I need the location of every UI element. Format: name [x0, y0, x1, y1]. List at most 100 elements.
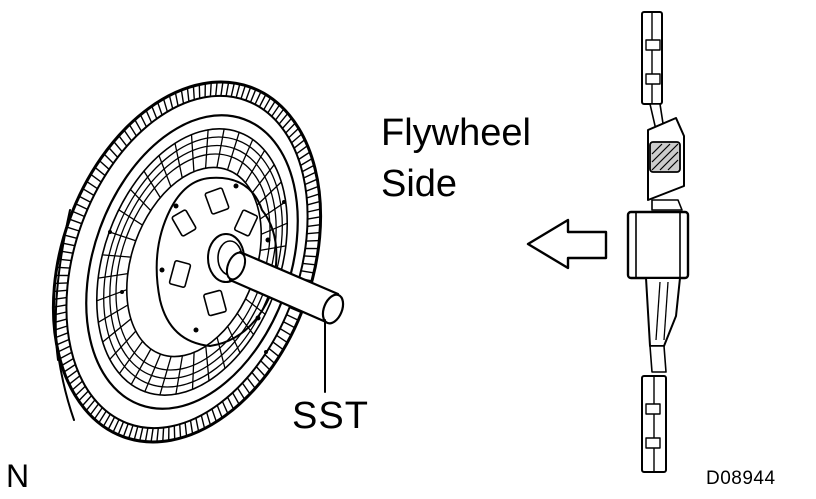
cover-rib — [192, 135, 194, 172]
ring-gear-tooth — [64, 235, 77, 238]
ring-gear-tooth — [99, 161, 109, 170]
ring-gear-tooth — [163, 428, 164, 442]
cover-rib — [98, 274, 128, 279]
cover-rib — [252, 165, 274, 193]
flywheel-side-label-line1: Flywheel — [381, 112, 531, 155]
ring-gear-tooth — [304, 172, 316, 178]
clutch-cover — [48, 86, 336, 439]
ring-gear-tooth — [55, 283, 68, 284]
ring-gear-tooth — [280, 329, 291, 336]
ring-gear-tooth — [164, 99, 168, 112]
cover-rib — [217, 129, 224, 168]
ring-gear-tooth — [276, 109, 284, 120]
sst-label: SST — [292, 395, 369, 438]
ring-gear-tooth — [54, 290, 67, 291]
ring-gear-tooth — [60, 352, 72, 358]
cover-rib — [193, 352, 195, 389]
cover-rib — [110, 331, 136, 359]
ring-gear-tooth — [222, 401, 228, 413]
ring-gear-tooth — [307, 225, 320, 227]
ring-gear-tooth — [79, 196, 91, 202]
ring-gear-tooth — [91, 174, 102, 182]
figure-code: D08944 — [706, 468, 776, 490]
ring-gear-tooth — [238, 388, 245, 399]
ring-gear-tooth — [304, 256, 317, 257]
cover-rib — [260, 246, 286, 251]
ring-gear-tooth — [58, 346, 70, 352]
ring-gear-tooth — [83, 189, 94, 196]
ring-gear-tooth — [87, 181, 98, 188]
ring-gear-tooth — [217, 405, 222, 418]
ring-gear-tooth — [104, 154, 113, 163]
ring-gear-tooth — [273, 342, 284, 350]
ring-gear-tooth — [79, 391, 89, 401]
ring-gear-tooth — [307, 194, 320, 198]
ring-gear-tooth — [216, 82, 217, 96]
ring-gear-tooth — [308, 217, 321, 219]
ring-gear-tooth — [145, 428, 148, 442]
cover-rib — [131, 349, 151, 385]
ring-gear-tooth — [108, 417, 114, 430]
cover-rib — [98, 305, 128, 322]
ring-gear-tooth — [180, 424, 181, 438]
ring-gear-tooth — [307, 233, 320, 234]
ring-gear-tooth — [306, 186, 319, 191]
ring-gear-tooth — [185, 423, 187, 437]
ring-gear-tooth — [134, 426, 138, 440]
ring-gear-tooth — [67, 227, 79, 231]
ring-gear-tooth — [212, 409, 217, 422]
ring-gear-tooth — [269, 348, 279, 356]
ring-gear-tooth — [103, 414, 110, 426]
arrow-left-icon — [528, 220, 606, 268]
ring-gear-tooth — [301, 159, 313, 166]
cover-rib — [176, 356, 183, 394]
ring-gear-tooth — [299, 152, 310, 160]
ring-gear-tooth — [169, 96, 172, 109]
ring-gear-tooth — [76, 204, 88, 210]
ring-gear-tooth — [279, 113, 288, 124]
clutch-disc-side-view — [628, 12, 688, 472]
ring-gear-tooth — [157, 428, 158, 442]
ring-gear-tooth — [114, 142, 123, 152]
ring-gear-tooth — [221, 82, 223, 96]
cover-rib — [206, 130, 209, 168]
flywheel-side-label-line2: Side — [381, 163, 457, 206]
ring-gear-tooth — [210, 83, 211, 97]
cover-rib — [245, 150, 264, 182]
ring-gear-tooth — [294, 140, 305, 149]
ring-gear-tooth — [109, 148, 118, 158]
ring-gear-tooth — [56, 333, 69, 338]
ring-gear-tooth — [246, 87, 251, 100]
ring-gear-tooth — [90, 404, 98, 415]
ring-gear-tooth — [303, 263, 316, 264]
ring-gear-tooth — [228, 397, 234, 409]
ring-gear-tooth — [57, 340, 69, 345]
ring-gear-tooth — [151, 428, 153, 442]
ring-gear-tooth — [252, 372, 260, 382]
ring-gear-tooth — [283, 118, 292, 128]
ring-gear-tooth — [247, 378, 255, 389]
cover-rib — [160, 356, 171, 395]
ring-gear-tooth — [305, 179, 317, 184]
ring-gear-tooth — [264, 98, 271, 110]
ring-gear-tooth — [75, 386, 85, 396]
ring-gear-tooth — [286, 123, 296, 133]
ring-gear-tooth — [123, 424, 128, 437]
ring-gear-tooth — [289, 128, 299, 138]
sst-alignment-tool — [223, 250, 347, 326]
ring-gear-tooth — [146, 110, 152, 122]
ring-gear-tooth — [140, 115, 146, 127]
ring-gear-tooth — [268, 101, 275, 113]
ring-gear-tooth — [297, 146, 308, 154]
ring-gear-tooth — [236, 84, 240, 98]
ring-gear-tooth — [301, 271, 314, 273]
ring-gear-tooth — [207, 412, 211, 425]
ring-gear-tooth — [193, 86, 194, 100]
ring-gear-tooth — [191, 420, 193, 434]
ring-gear-tooth — [241, 86, 245, 99]
ring-gear-tooth — [308, 209, 321, 212]
ring-gear-tooth — [283, 322, 295, 328]
ring-gear-tooth — [62, 359, 74, 366]
ring-gear-tooth — [129, 125, 136, 136]
ring-gear-tooth — [86, 400, 95, 411]
